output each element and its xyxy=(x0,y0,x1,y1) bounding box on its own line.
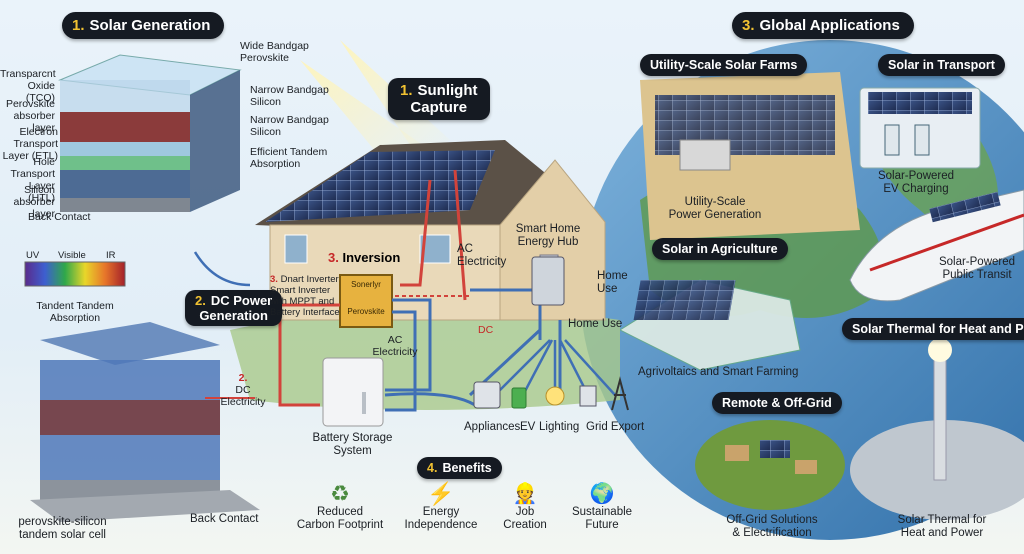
section-number: 1. xyxy=(72,17,85,34)
section-title: Benefits xyxy=(442,461,492,475)
cell-layer-htl xyxy=(60,156,190,170)
section-number: 3. xyxy=(742,17,755,34)
section-title: Inversion xyxy=(342,250,401,265)
section-global-applications: 3.Global Applications xyxy=(732,12,914,39)
home-use-label-2: Home Use xyxy=(568,318,623,330)
dc-flow-line xyxy=(278,169,467,407)
spectrum-visible-label: Visible xyxy=(58,250,86,261)
app-transport-title: Solar in Transport xyxy=(878,54,1005,76)
appliances-icon xyxy=(473,381,501,409)
smart-home-energy-hub xyxy=(531,256,565,306)
app-agriculture-title: Solar in Agriculture xyxy=(652,238,788,260)
dc-small-label: DC xyxy=(478,324,494,336)
app-offgrid-caption: Off-Grid Solutions& Electrification xyxy=(726,514,818,539)
section-title: Global Applications xyxy=(759,17,900,34)
cell-layer-back-contact xyxy=(60,198,190,212)
section-number: 1. xyxy=(400,82,413,99)
layer-label-back-contact: Back Contact xyxy=(28,211,91,223)
lightning-icon: ⚡ xyxy=(427,481,455,506)
off-grid-village xyxy=(695,420,845,510)
spectrum-uv-label: UV xyxy=(26,250,40,261)
section-title-2: Capture xyxy=(410,99,468,116)
battery-storage xyxy=(322,357,384,427)
section-title: Sunlight xyxy=(417,82,478,99)
section-benefits: 4. Benefits xyxy=(417,457,502,479)
section-title: DC Power xyxy=(210,293,273,308)
smart-inverter-box xyxy=(339,274,393,328)
app-thermal-title: Solar Thermal for Heat and Power xyxy=(842,318,1024,340)
worker-icon: 👷 xyxy=(512,483,538,505)
section-title: Solar Generation xyxy=(89,17,211,34)
cell-layer-silicon xyxy=(60,170,190,198)
pylon-icon xyxy=(611,376,629,411)
section-sunlight-capture: 1.Sunlight Capture xyxy=(388,78,490,120)
ev-charger-icon xyxy=(511,387,527,409)
output-label-ev: EV xyxy=(520,421,536,433)
section-number: 4. xyxy=(427,461,438,475)
output-label-appliances: Appliances xyxy=(464,421,521,433)
app-utility-title: Utility-Scale Solar Farms xyxy=(640,54,808,76)
tandem-back-contact-label: Back Contact xyxy=(190,513,259,525)
app-agriculture-caption: Agrivoltaics and Smart Farming xyxy=(638,366,799,378)
output-label-grid-export: Grid Export xyxy=(586,421,645,433)
cell-layer-etl xyxy=(60,142,190,156)
recycle-icon: ♻ xyxy=(330,481,350,506)
globe-icon: 🌍 xyxy=(589,483,615,505)
section-number: 2. xyxy=(195,293,206,308)
output-label-lighting: Lighting xyxy=(539,421,580,433)
section-number: 3. xyxy=(328,250,339,265)
section-solar-generation: 1.Solar Generation xyxy=(62,12,225,39)
section-inversion: 3. Inversion xyxy=(328,250,400,265)
ac-flow-line xyxy=(385,288,562,412)
spectrum-ir-label: IR xyxy=(106,250,116,261)
inverter-label: 3. Dnart Inverter Smart Inverter with MP… xyxy=(270,274,340,318)
section-dc-power: 2. DC Power Generation xyxy=(185,290,283,326)
cell-layer-perovskite xyxy=(60,112,190,142)
solar-tower xyxy=(933,349,947,481)
app-offgrid-title: Remote & Off-Grid xyxy=(712,392,842,414)
section-title-2: Generation xyxy=(199,308,268,323)
lightbulb-icon xyxy=(545,386,565,406)
spectrum-bar xyxy=(24,261,126,287)
